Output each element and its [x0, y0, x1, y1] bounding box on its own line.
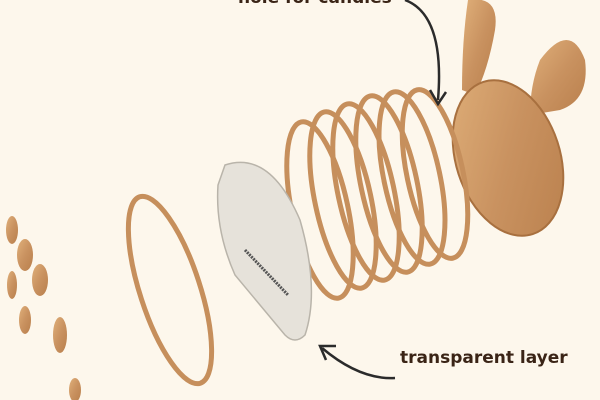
transparent-layer	[216, 161, 313, 341]
spiral-rings	[284, 87, 471, 301]
transparent-layer-label: transparent layer	[400, 348, 568, 368]
bunny-ears	[462, 0, 586, 115]
small-wooden-parts	[6, 216, 81, 400]
engraved-logo	[243, 248, 290, 297]
arrow-to-layer	[321, 347, 396, 380]
arrow-to-hole	[404, 0, 441, 101]
hole-for-candles-label: hole for candles	[238, 0, 392, 8]
front-ring	[125, 193, 215, 387]
bunny-head-disc	[451, 79, 565, 237]
